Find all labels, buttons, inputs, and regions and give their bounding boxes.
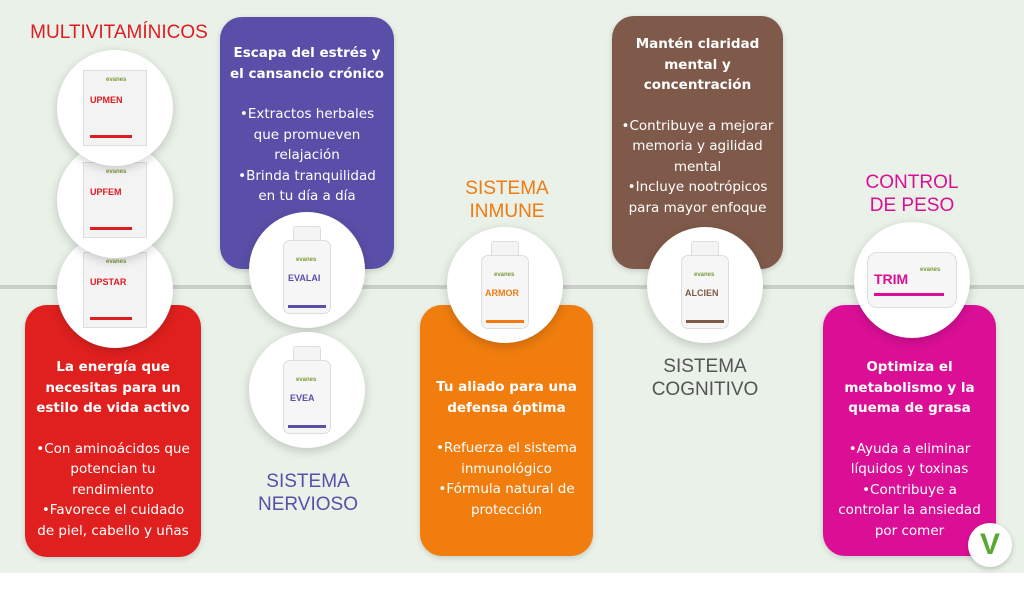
brand-label: evanes (296, 257, 317, 263)
card-bullet: •Refuerza el sistema inmunológico (435, 440, 578, 477)
product-jar-image: TRIM evanes (867, 252, 957, 308)
product-name: ALCIEN (685, 288, 719, 298)
product-name: EVEA (290, 393, 315, 403)
brand-label: evanes (694, 272, 715, 278)
title-line: DE PESO (869, 195, 955, 216)
product-name: TRIM (874, 271, 909, 287)
card-bullet: •Contribuye a controlar la ansiedad por … (838, 481, 981, 539)
card-heading: Optimiza el metabolismo y la quema de gr… (844, 359, 975, 416)
peso-card: Optimiza el metabolismo y la quema de gr… (823, 305, 996, 556)
brand-label: evanes (494, 272, 515, 278)
title-line: CONTROL (865, 172, 959, 193)
card-bullet: •Favorece el cuidado de piel, cabello y … (37, 502, 189, 539)
product-name: EVALAI (288, 273, 321, 283)
cognitivo-card: Mantén claridad mental y concentración •… (612, 16, 783, 269)
inmune-card: Tu aliado para una defensa óptima •Refue… (420, 305, 593, 556)
title-line: INMUNE (469, 201, 545, 222)
brand-logo-icon: V (968, 523, 1012, 567)
product-name: UPSTAR (90, 277, 127, 287)
title-line: COGNITIVO (651, 379, 759, 400)
card-bullet: •Extractos herbales que promueven relaja… (239, 106, 375, 163)
card-bullet: •Contribuye a mejorar memoria y agilidad… (621, 117, 774, 175)
card-bullet: •Fórmula natural de protección (438, 481, 575, 518)
product-circle-trim: TRIM evanes (854, 222, 970, 338)
product-name: UPFEM (90, 187, 122, 197)
card-bullet: •Ayuda a eliminar líquidos y toxinas (848, 440, 971, 478)
product-name: UPMEN (90, 95, 123, 105)
brand-label: evanes (106, 259, 127, 265)
title-line: NERVIOSO (258, 494, 358, 515)
nervioso-card: Escapa del estrés y el cansancio crónico… (220, 17, 394, 269)
card-heading: Escapa del estrés y el cansancio crónico (229, 45, 385, 82)
brand-label: evanes (920, 267, 941, 273)
card-heading: Tu aliado para una defensa óptima (436, 379, 577, 416)
logo-letter: V (979, 528, 1000, 561)
brand-label: evanes (106, 77, 127, 83)
title-line: SISTEMA (465, 178, 549, 199)
card-bullet: •Con aminoácidos que potencian tu rendim… (36, 440, 190, 498)
title-line: SISTEMA (663, 356, 747, 377)
card-heading: La energía que necesitas para un estilo … (36, 359, 190, 416)
product-name: ARMOR (485, 288, 519, 298)
card-heading: Mantén claridad mental y concentración (635, 36, 760, 93)
card-bullet: •Brinda tranquilidad en tu día a día (238, 167, 376, 205)
card-bullet: •Incluye nootrópicos para mayor enfoque (627, 179, 768, 216)
brand-label: evanes (106, 169, 127, 175)
multivitaminicos-title: MULTIVITAMÍNICOS (30, 22, 208, 43)
brand-label: evanes (296, 377, 317, 383)
title-line: SISTEMA (266, 471, 350, 492)
